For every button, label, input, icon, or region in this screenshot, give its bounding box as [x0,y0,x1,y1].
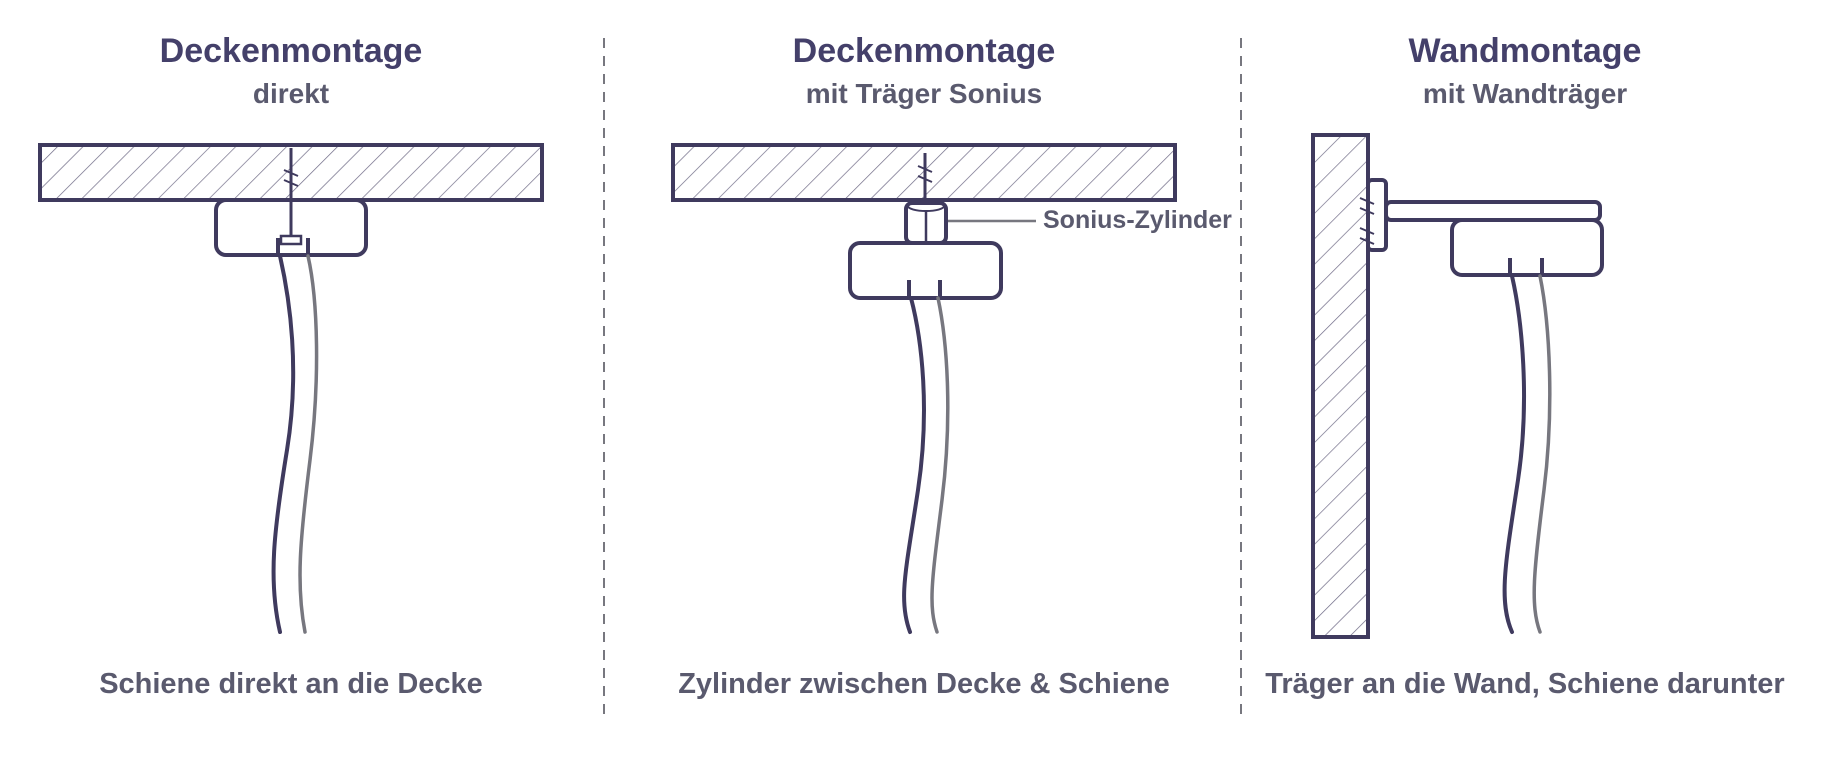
panel-3-title: Wandmontage [1408,32,1642,70]
panel-2-caption: Zylinder zwischen Decke & Schiene [678,668,1170,700]
screw-mark-1 [283,169,299,187]
wall-arm [1384,200,1602,222]
canopy-3 [1450,218,1604,277]
panel-3-caption: Träger an die Wand, Schiene darunter [1265,668,1785,700]
cable-2-secondary [930,296,950,634]
screw-mark-2 [917,165,933,183]
panel-1-title: Deckenmontage [159,32,423,70]
cable-3-secondary [1532,274,1552,634]
wall-plate [1366,178,1388,252]
panel-3-subtitle: mit Wandträger [1422,78,1628,109]
panel-3-drawing [1311,133,1604,639]
cable-2-primary [902,296,926,634]
cable-3-primary [1502,274,1526,634]
panel-1-subtitle: direkt [252,78,330,109]
wall-slab [1311,133,1370,639]
panel-1-drawing [38,143,544,634]
clamp-1 [279,234,303,246]
panel-2-drawing [671,143,1177,634]
panel-1-caption: Schiene direkt an die Decke [99,668,483,700]
panel-2-subtitle: mit Träger Sonius [805,78,1043,109]
wall-screw-marks [1359,197,1375,245]
cable-1-secondary [298,254,319,634]
canopy-2 [848,241,1003,300]
panel-2-title: Deckenmontage [792,32,1056,70]
cable-1-primary [271,254,296,634]
sonius-cylinder-label: Sonius-Zylinder [1043,206,1232,234]
